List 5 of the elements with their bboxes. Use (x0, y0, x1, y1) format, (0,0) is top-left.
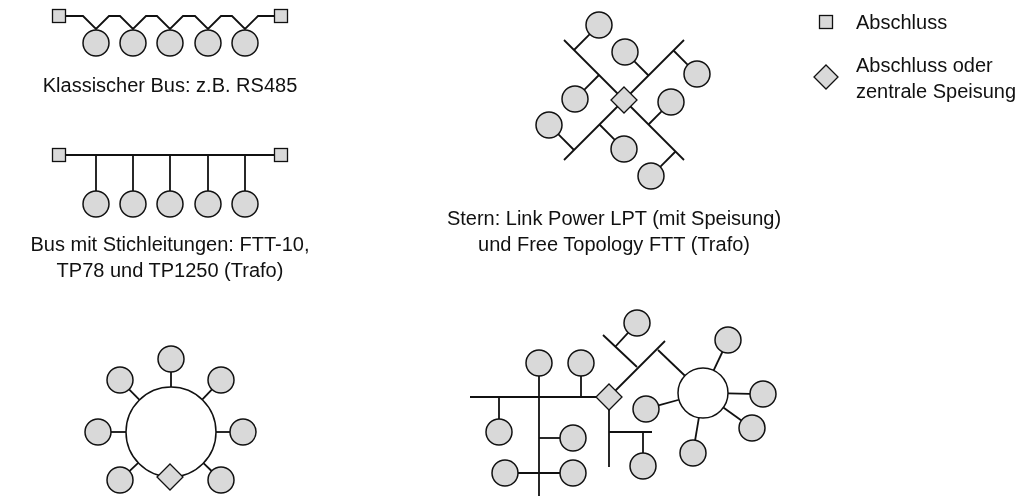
legend-text: Abschluss oder zentrale Speisung (856, 53, 1018, 104)
legend-text: Abschluss (856, 10, 949, 35)
caption: Stern: Link Power LPT (mit Speisung) und Free Topology FTT (Trafo) (445, 206, 783, 257)
caption: Klassischer Bus: z.B. RS485 (41, 73, 299, 98)
caption: Bus mit Stichleitungen: FTT-10, TP78 und TP1250 (Trafo) (29, 232, 311, 283)
